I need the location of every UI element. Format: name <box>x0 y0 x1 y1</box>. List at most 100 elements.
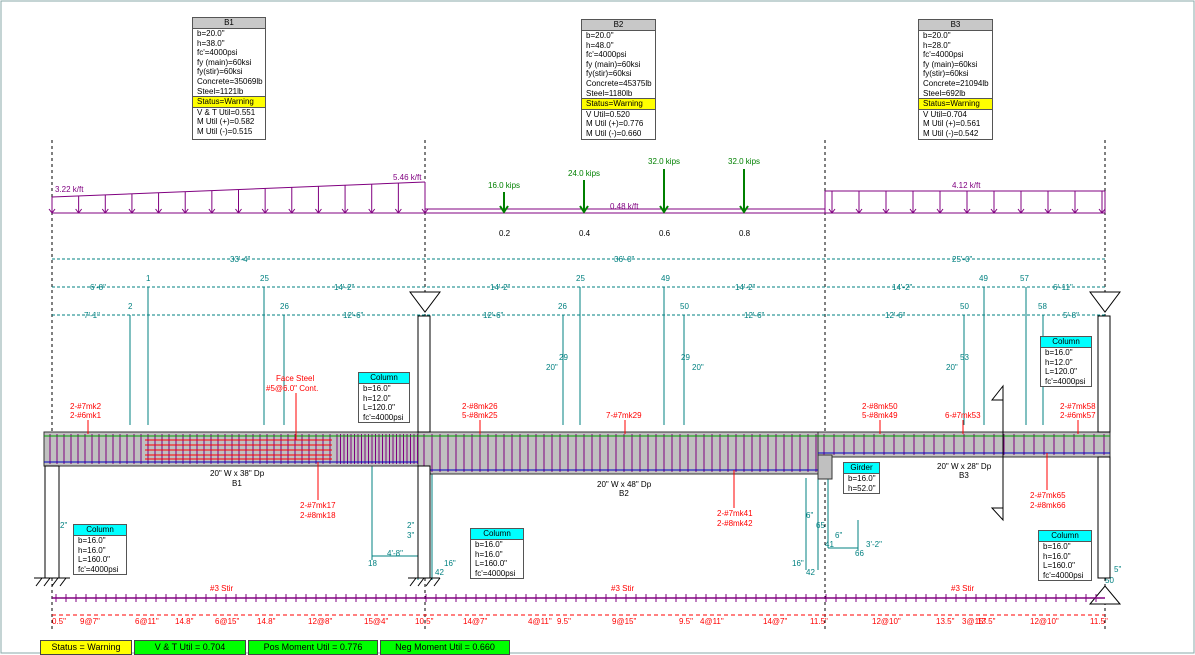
stirrup-ticks <box>55 594 1097 602</box>
rebar-leaders <box>87 393 1079 508</box>
util: V Util=0.704 <box>923 109 967 119</box>
small-dim: 42 <box>806 568 815 577</box>
stirrup-spacing-label: 9@15" <box>612 617 636 626</box>
rebar-label: 2-#7mk58 <box>1060 402 1096 411</box>
distributed-load-b3-arrows <box>828 191 1106 214</box>
girder-prop: h=52.0" <box>848 483 876 493</box>
stirrup-spacing-label: 6@15" <box>215 617 239 626</box>
dim-row2: 7'-1" <box>84 311 100 320</box>
dim-mark: 25 <box>576 274 585 283</box>
prop: Concrete=35069lb <box>197 76 263 86</box>
column-prop: fc'=4000psi <box>475 568 516 578</box>
column-prop: L=160.0" <box>78 555 110 565</box>
load-arrow-head <box>101 208 106 214</box>
column-info-lower-b1b2[interactable]: Column b=16.0" h=16.0" L=160.0" fc'=4000… <box>470 528 524 580</box>
load-arrow-head <box>909 208 914 214</box>
column-info-upper-right[interactable]: Column b=16.0" h=12.0" L=120.0" fc'=4000… <box>1040 336 1092 388</box>
status-cell-pos-moment[interactable]: Pos Moment Util = 0.776 <box>248 640 378 655</box>
span-length-3: 25'-0" <box>952 255 973 264</box>
girder-info[interactable]: Girder b=16.0" h=52.0" <box>843 462 880 495</box>
prop: fc'=4000psi <box>197 48 238 58</box>
column-prop: h=16.0" <box>475 549 503 559</box>
load-arrow-head <box>155 208 159 214</box>
girder-prop: b=16.0" <box>848 474 876 483</box>
load-arrow-head <box>261 208 266 214</box>
prop: fc'=4000psi <box>923 50 964 60</box>
util: V & T Util=0.551 <box>197 107 256 117</box>
rebar-label: 5-#8mk25 <box>462 411 498 420</box>
status-bar: Status = Warning V & T Util = 0.704 Pos … <box>40 640 510 655</box>
status-cell-vt-util[interactable]: V & T Util = 0.704 <box>134 640 246 655</box>
small-dim: 5" <box>1114 565 1121 574</box>
station-label: 0.8 <box>739 229 751 238</box>
span-header: B1 <box>193 18 265 29</box>
face-steel-label: #5@6.0" Cont. <box>266 384 318 393</box>
dim-row2: 5'-8" <box>1063 311 1079 320</box>
stirrup-spacing-label: 9.5" <box>557 617 571 626</box>
face-steel-grid <box>145 439 332 460</box>
dim-mark: 50 <box>680 302 689 311</box>
load-arrow-head <box>1074 208 1079 214</box>
column-header: Column <box>359 373 409 384</box>
load-b3-label: 4.12 k/ft <box>952 181 981 190</box>
dim-row1: 14'-2" <box>490 283 511 292</box>
load-arrow-head <box>990 208 995 214</box>
stirrup-spacing-label: 6@11" <box>135 617 159 626</box>
stirrup-spacing-label: 13.5" <box>936 617 955 626</box>
load-arrow-head <box>75 208 80 214</box>
small-dim: 4'-8" <box>387 549 403 558</box>
beam-b2[interactable] <box>417 431 819 475</box>
column-info-upper-b1b2[interactable]: Column b=16.0" h=12.0" L=120.0" fc'=4000… <box>358 372 410 424</box>
prop: h=38.0" <box>197 38 225 48</box>
span-info-b3[interactable]: B3 b=20.0" h=28.0" fc'=4000psi fy (main)… <box>918 19 993 140</box>
status-cell-neg-moment[interactable]: Neg Moment Util = 0.660 <box>380 640 510 655</box>
column-prop: L=160.0" <box>475 559 507 569</box>
load-b1-right-label: 5.46 k/ft <box>393 173 422 182</box>
distributed-load-b1-arrows <box>48 182 429 214</box>
rebar-label: 5-#8mk49 <box>862 411 898 420</box>
load-arrow-head <box>371 208 376 214</box>
column-prop: b=16.0" <box>1043 542 1071 551</box>
pin-support-icon <box>409 291 1122 605</box>
station-label: 0.2 <box>499 229 511 238</box>
dim-mark: 26 <box>280 302 289 311</box>
stirrup-spacing-label: 12@10" <box>872 617 901 626</box>
dim-mark: 58 <box>1038 302 1047 311</box>
span-header: B3 <box>919 20 992 31</box>
column-prop: b=16.0" <box>363 384 391 393</box>
load-arrow-head <box>78 208 83 214</box>
point-load-4 <box>739 169 749 214</box>
small-dim: 65 <box>816 521 825 530</box>
dim-mark: 1 <box>146 274 151 283</box>
load-arrow-head <box>131 208 136 214</box>
stirrup-spacing-label: 14@7" <box>763 617 787 626</box>
small-dim: 20" <box>546 363 558 372</box>
status-cell-status[interactable]: Status = Warning <box>40 640 132 655</box>
rebar-label: 2-#8mk18 <box>300 511 336 520</box>
girder-header: Girder <box>844 463 879 474</box>
prop: fy (main)=60ksi <box>586 59 641 69</box>
util: M Util (+)=0.582 <box>197 117 255 127</box>
dim-mark: 26 <box>558 302 567 311</box>
stirrup-label: #3 Stir <box>611 584 634 593</box>
prop: Steel=1121lb <box>197 86 244 96</box>
rebar-label: 2-#8mk66 <box>1030 501 1066 510</box>
beam-name-label: B2 <box>619 489 629 498</box>
column-b1b2-upper <box>417 315 431 433</box>
girder[interactable] <box>817 454 833 480</box>
beam-name-label: B3 <box>959 471 969 480</box>
load-arrow-head <box>158 208 162 214</box>
load-arrow-head <box>885 208 890 214</box>
column-info-lower-right[interactable]: Column b=16.0" h=16.0" L=160.0" fc'=4000… <box>1038 530 1092 582</box>
span-info-b1[interactable]: B1 b=20.0" h=38.0" fc'=4000psi fy (main)… <box>192 17 266 140</box>
column-info-lower-left[interactable]: Column b=16.0" h=16.0" L=160.0" fc'=4000… <box>73 524 127 576</box>
span-info-b2[interactable]: B2 b=20.0" h=48.0" fc'=4000psi fy (main)… <box>581 19 656 140</box>
prop: Concrete=45375lb <box>586 78 652 88</box>
stirrup-spacing-label: 4@11" <box>528 617 552 626</box>
column-prop: b=16.0" <box>78 536 106 545</box>
beam-size-label: 20" W x 38" Dp <box>210 469 265 478</box>
point-load-3-label: 32.0 kips <box>648 157 680 166</box>
load-arrow-head <box>936 208 941 214</box>
point-load-2-label: 24.0 kips <box>568 169 600 178</box>
